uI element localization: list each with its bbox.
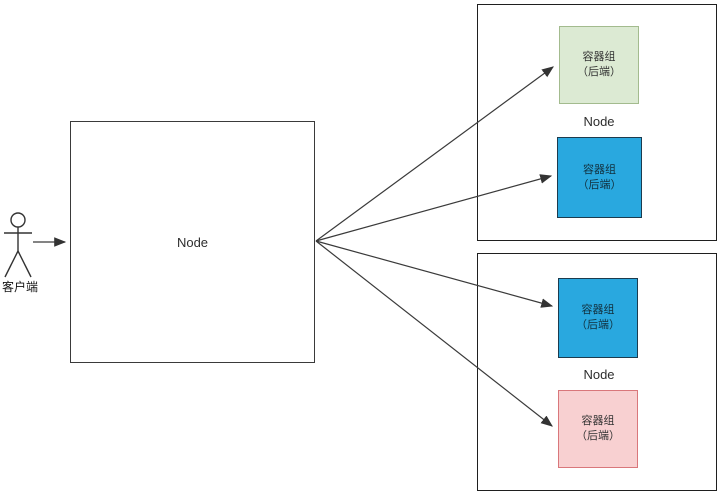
node-group-2-label: Node [583,367,615,382]
node-group-1-label: Node [583,114,615,129]
pod-label-line1: 容器组 [583,163,616,176]
pod-label-line2: （后端） [576,430,620,442]
pod-backend-blue-top: 容器组 （后端） [557,137,642,218]
pod-label-line1: 容器组 [581,304,615,316]
actor-leg-right [17,250,32,278]
pod-label-line2: （后端） [577,178,622,191]
actor-label: 客户端 [1,280,38,294]
pod-label-line1: 容器组 [582,51,616,63]
pod-label-line1: 容器组 [581,415,615,427]
actor-leg-left [4,250,19,278]
main-node-label: Node [176,234,209,250]
actor-head [10,212,26,228]
pod-backend-pink: 容器组 （后端） [558,390,638,468]
actor-figure [4,212,32,278]
pod-label-line2: （后端） [577,66,621,78]
pod-label-line2: （后端） [576,319,620,331]
pod-backend-blue-bottom: 容器组 （后端） [558,278,638,358]
main-node-box: Node [70,121,315,363]
pod-backend-green: 容器组 （后端） [559,26,639,104]
